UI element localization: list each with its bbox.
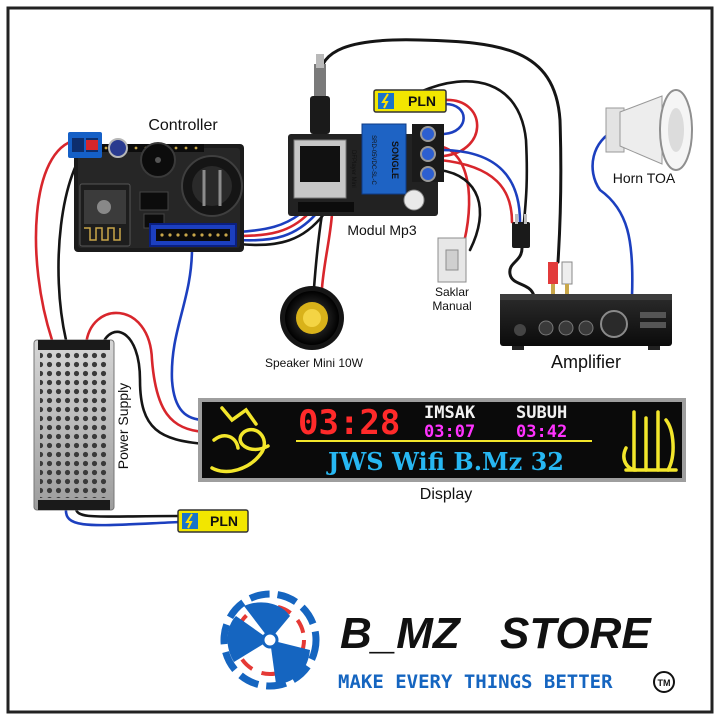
display-time: 03:28 xyxy=(298,403,400,443)
wire-speaker-black xyxy=(312,212,324,290)
wires xyxy=(34,38,634,527)
brand-name-part1: B_MZ xyxy=(340,609,462,658)
wire-psu-pln-blue xyxy=(64,506,182,527)
wire-mp3-3 xyxy=(236,212,326,247)
imsak-label: IMSAK xyxy=(424,403,476,423)
trademark-symbol: TM xyxy=(658,678,671,688)
capacitor xyxy=(108,138,128,158)
wire-mp3-1 xyxy=(236,212,310,238)
amplifier xyxy=(500,294,672,350)
power-plug xyxy=(512,214,530,248)
speaker xyxy=(280,286,344,350)
relay-brand: SONGLE xyxy=(390,141,400,179)
dfplayer-text: DFPlayer Mini xyxy=(350,150,356,188)
audio-jack xyxy=(314,64,326,104)
mp3-module: DFPlayer Mini SONGLE SRD-05VDC-SL-C xyxy=(288,54,444,216)
wire-speaker-red xyxy=(320,212,334,290)
wire-amp-horn xyxy=(591,128,634,298)
brand-name-part2: STORE xyxy=(500,609,652,658)
wire-pln-relay-red xyxy=(442,98,479,158)
controller-board xyxy=(68,132,244,252)
imsak-time: 03:07 xyxy=(424,422,475,442)
wire-black-psu-display xyxy=(100,330,207,446)
wire-red-psu-display xyxy=(84,311,207,434)
pln-top-text: PLN xyxy=(408,93,436,109)
calligraphy-left xyxy=(210,406,270,474)
subuh-time: 03:42 xyxy=(516,422,567,442)
wire-psu-pln-black xyxy=(74,506,182,518)
wire-relay-saklar-black xyxy=(438,168,482,252)
wire-plug-amp xyxy=(508,246,536,298)
saklar-label-2: Manual xyxy=(432,299,471,313)
horn-toa xyxy=(605,89,693,171)
modul-mp3-label: Modul Mp3 xyxy=(347,222,416,238)
rca-connectors xyxy=(548,261,573,294)
wire-mp3-2 xyxy=(236,212,318,242)
subuh-label: SUBUH xyxy=(516,403,567,423)
saklar-switch xyxy=(437,237,467,283)
wire-pln-relay-blue xyxy=(442,102,465,136)
display-label: Display xyxy=(420,486,472,503)
horn-label: Horn TOA xyxy=(613,170,676,186)
wire-mp3-4 xyxy=(236,212,302,234)
brand-tagline: MAKE EVERY THINGS BETTER xyxy=(338,671,613,693)
amplifier-label: Amplifier xyxy=(551,352,621,372)
display-scroll-text: JWS Wifi B.Mz 32 xyxy=(326,447,564,476)
led-display: 03:28 IMSAK 03:07 SUBUH 03:42 JWS Wifi B… xyxy=(198,398,686,482)
relay-model: SRD-05VDC-SL-C xyxy=(370,135,376,185)
pln-bottom: PLN xyxy=(177,509,249,533)
power-supply-label: Power Supply xyxy=(115,383,131,469)
pln-top: PLN xyxy=(373,89,447,113)
outer-border xyxy=(6,6,714,714)
pln-bottom-text: PLN xyxy=(210,513,238,529)
wire-pln-plug xyxy=(418,80,529,224)
controller-label: Controller xyxy=(148,117,218,134)
calligraphy-right xyxy=(622,410,678,472)
wire-audio-cable xyxy=(318,38,563,264)
wire-red-controller-psu xyxy=(34,138,78,342)
relay xyxy=(361,123,407,195)
wire-relay-plug-blue xyxy=(438,148,522,224)
saklar-label-1: Saklar xyxy=(435,285,469,299)
brand-logo: B_MZ STORE MAKE EVERY THINGS BETTER TM xyxy=(220,590,675,693)
power-supply xyxy=(33,339,115,511)
wire-relay-plug-red xyxy=(438,158,514,224)
speaker-label: Speaker Mini 10W xyxy=(265,356,364,370)
wire-blue-controller-display xyxy=(170,246,207,422)
